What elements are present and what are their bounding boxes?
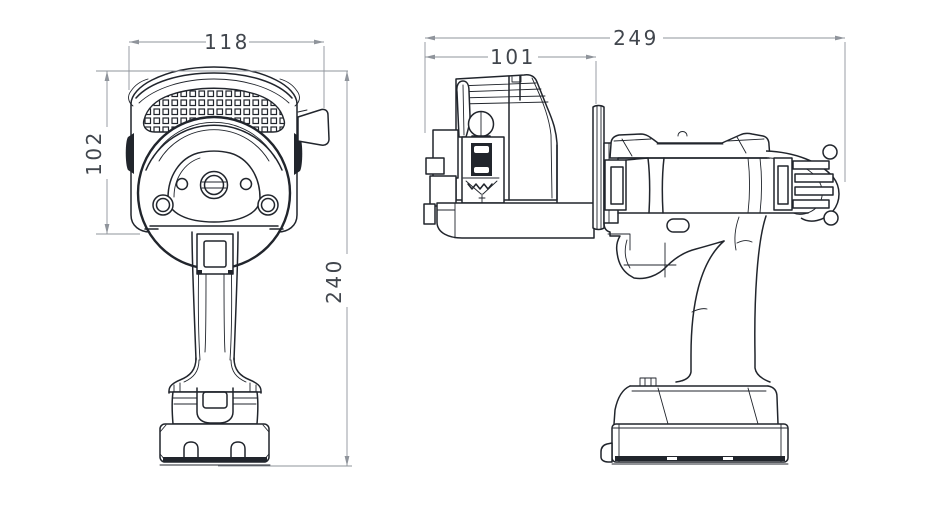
- rotor-screw: [199, 170, 229, 200]
- dim-side-head-depth: 101: [425, 45, 597, 104]
- battery-release-tab: [600, 442, 613, 463]
- clamp-lever: [456, 80, 471, 138]
- drill-body: [603, 131, 840, 383]
- left-pin-hole: [175, 177, 189, 191]
- right-clamp-tab: [294, 133, 303, 175]
- trigger: [603, 222, 725, 280]
- right-pin-hole: [239, 177, 253, 191]
- gear-collar: [592, 104, 605, 231]
- dim-front-total-height: 240: [218, 71, 352, 467]
- head-seam-arc: [135, 72, 293, 99]
- tube-ports: [423, 129, 459, 225]
- dim-label-front-head-height: 102: [82, 130, 106, 176]
- rear-vents: [792, 160, 834, 209]
- rear-screw-top: [822, 144, 838, 160]
- front-battery: [159, 387, 271, 466]
- dim-front-width: 118: [128, 30, 325, 108]
- left-clamp-tab: [125, 133, 134, 174]
- side-view: [423, 74, 840, 465]
- battery-latch: [196, 387, 234, 424]
- dim-front-head-height: 102: [82, 71, 140, 235]
- pill-button: [666, 218, 690, 233]
- tube-funnel: [462, 177, 500, 204]
- battery-base: [159, 423, 270, 463]
- front-view: [125, 66, 330, 466]
- dim-side-total-length: 249: [424, 26, 846, 182]
- drill-handle: [675, 215, 771, 383]
- dim-label-side-total-length: 249: [613, 26, 659, 50]
- mount-bosses: [152, 194, 279, 216]
- vent-grille: [142, 87, 286, 133]
- dim-label-front-width: 118: [204, 30, 250, 54]
- tube-clamp: [461, 136, 505, 204]
- front-handle: [168, 231, 262, 394]
- dimension-annotations: 118 102 240 249 101: [82, 26, 846, 467]
- rear-screw-bottom: [823, 210, 839, 226]
- front-pump-head: [125, 66, 330, 271]
- dim-label-side-head-depth: 101: [490, 45, 536, 69]
- dim-label-front-total-height: 240: [322, 258, 346, 304]
- side-knob: [297, 108, 330, 146]
- side-pump-head: [423, 74, 595, 239]
- side-battery: [600, 377, 789, 465]
